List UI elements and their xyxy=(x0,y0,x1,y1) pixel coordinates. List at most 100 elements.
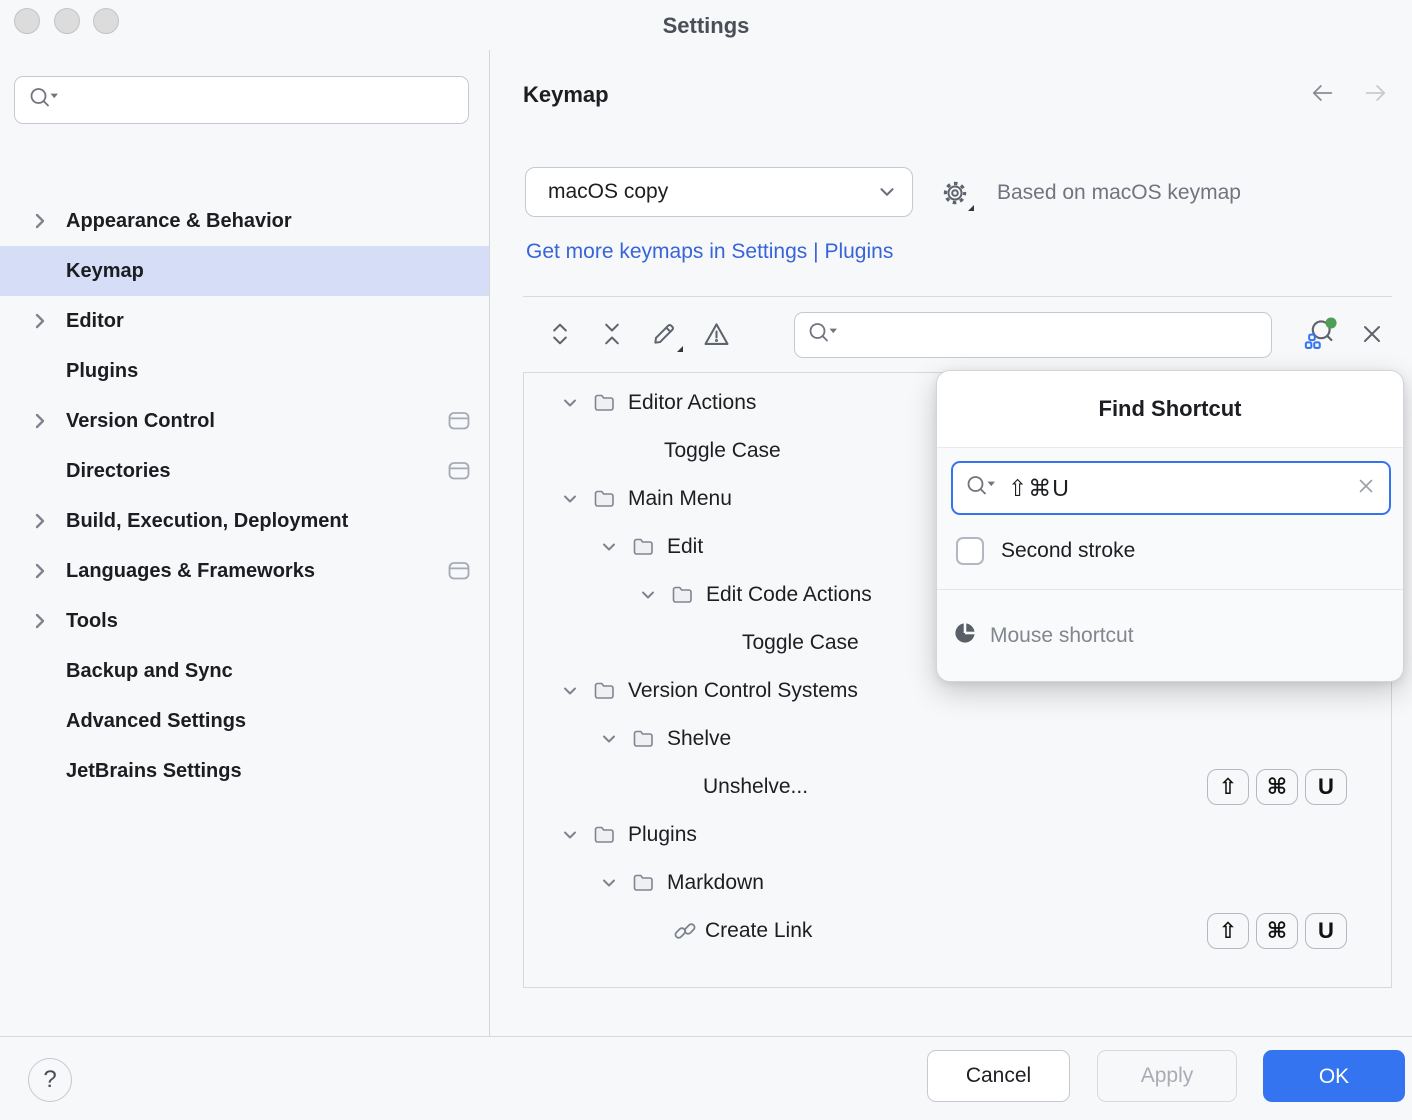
mouse-icon xyxy=(953,621,977,650)
sidebar-item-build-execution-deployment[interactable]: Build, Execution, Deployment xyxy=(0,496,489,546)
sidebar-item-label: Editor xyxy=(66,310,124,332)
cancel-button[interactable]: Cancel xyxy=(927,1050,1070,1102)
chevron-right-icon[interactable] xyxy=(28,609,52,633)
command-keycap: ⌘ xyxy=(1256,913,1298,949)
chevron-right-icon[interactable] xyxy=(28,559,52,583)
folder-icon xyxy=(670,583,694,607)
tree-item-label[interactable]: Unshelve... xyxy=(703,775,809,798)
tree-row-editor-actions[interactable]: Editor Actions xyxy=(524,379,1391,427)
warning-conflicts-icon[interactable] xyxy=(702,320,732,350)
sidebar-item-keymap[interactable]: Keymap xyxy=(0,246,489,296)
dropdown-triangle-icon xyxy=(968,205,974,211)
u-keycap: U xyxy=(1305,913,1347,949)
shortcut-search-input[interactable]: ⇧⌘U xyxy=(951,461,1391,515)
tree-row-toggle-case[interactable]: Toggle Case xyxy=(524,427,1391,475)
get-more-keymaps-links: Get more keymaps in Settings | Plugins xyxy=(526,240,893,264)
mouse-shortcut-option[interactable]: Mouse shortcut xyxy=(953,621,1134,650)
sidebar-item-jetbrains-settings[interactable]: JetBrains Settings xyxy=(0,746,489,796)
apply-button[interactable]: Apply xyxy=(1097,1050,1237,1102)
collapse-all-icon[interactable] xyxy=(598,320,628,350)
get-more-keymaps-link[interactable]: Get more keymaps in Settings xyxy=(526,240,808,263)
folder-icon xyxy=(592,487,616,511)
footer-divider xyxy=(0,1036,1412,1037)
tree-row-create-link[interactable]: Create Link ⇧ ⌘ U xyxy=(524,907,1391,955)
chevron-down-icon[interactable] xyxy=(560,489,580,509)
sidebar-item-backup-and-sync[interactable]: Backup and Sync xyxy=(0,646,489,696)
sidebar-item-label: JetBrains Settings xyxy=(66,760,242,782)
settings-search-input[interactable] xyxy=(14,76,469,124)
keymap-tree: Editor Actions Toggle Case Main Menu Edi… xyxy=(523,372,1392,988)
close-search-icon[interactable] xyxy=(1358,320,1388,350)
expand-all-icon[interactable] xyxy=(546,320,576,350)
sidebar-item-directories[interactable]: Directories xyxy=(0,446,489,496)
sidebar-item-editor[interactable]: Editor xyxy=(0,296,489,346)
tree-item-label[interactable]: Edit Code Actions xyxy=(706,583,872,606)
folder-icon xyxy=(592,391,616,415)
tree-item-label[interactable]: Toggle Case xyxy=(664,439,781,462)
sidebar-item-label: Build, Execution, Deployment xyxy=(66,510,349,532)
sidebar-item-languages-frameworks[interactable]: Languages & Frameworks xyxy=(0,546,489,596)
tree-row-edit[interactable]: Edit xyxy=(524,523,1391,571)
chevron-down-icon[interactable] xyxy=(560,393,580,413)
tree-row-toggle-case-2[interactable]: Toggle Case xyxy=(524,619,1391,667)
chevron-down-icon[interactable] xyxy=(599,873,619,893)
sidebar-item-tools[interactable]: Tools xyxy=(0,596,489,646)
sidebar-item-appearance-behavior[interactable]: Appearance & Behavior xyxy=(0,196,489,246)
tree-item-label[interactable]: Main Menu xyxy=(628,487,732,510)
find-shortcut-popup: Find Shortcut ⇧⌘U Second stroke Mouse sh… xyxy=(936,370,1404,682)
clear-icon[interactable] xyxy=(1355,475,1377,502)
find-actions-by-shortcut-icon[interactable] xyxy=(1302,316,1337,349)
ok-button[interactable]: OK xyxy=(1263,1050,1405,1102)
tree-row-unshelve[interactable]: Unshelve... ⇧ ⌘ U xyxy=(524,763,1391,811)
tree-item-label[interactable]: Version Control Systems xyxy=(628,679,858,702)
tree-item-label[interactable]: Shelve xyxy=(667,727,732,750)
sidebar-item-version-control[interactable]: Version Control xyxy=(0,396,489,446)
back-arrow-icon[interactable] xyxy=(1308,79,1336,107)
keymap-select[interactable]: macOS copy xyxy=(525,167,913,217)
chevron-down-icon[interactable] xyxy=(560,681,580,701)
tree-item-label[interactable]: Editor Actions xyxy=(628,391,757,414)
search-icon xyxy=(28,86,61,115)
tree-item-label[interactable]: Plugins xyxy=(628,823,697,846)
second-stroke-checkbox[interactable] xyxy=(956,537,984,565)
project-level-icon xyxy=(448,561,470,581)
sidebar-item-plugins[interactable]: Plugins xyxy=(0,346,489,396)
chevron-down-icon[interactable] xyxy=(599,537,619,557)
help-button[interactable]: ? xyxy=(28,1058,72,1102)
chevron-down-icon[interactable] xyxy=(560,825,580,845)
plugins-link[interactable]: Plugins xyxy=(824,240,894,263)
u-keycap: U xyxy=(1305,769,1347,805)
chevron-right-icon[interactable] xyxy=(28,509,52,533)
tree-row-edit-code-actions[interactable]: Edit Code Actions xyxy=(524,571,1391,619)
traffic-light-minimize-icon[interactable] xyxy=(54,8,80,34)
keymap-settings-gear-icon[interactable] xyxy=(941,179,974,211)
keymap-select-value: macOS copy xyxy=(548,180,669,203)
chevron-right-icon[interactable] xyxy=(28,309,52,333)
mouse-shortcut-label: Mouse shortcut xyxy=(990,623,1134,647)
chevron-down-icon[interactable] xyxy=(599,729,619,749)
second-stroke-label[interactable]: Second stroke xyxy=(1001,539,1136,562)
sidebar-item-label: Directories xyxy=(66,460,171,482)
forward-arrow-icon[interactable] xyxy=(1362,79,1390,107)
tree-row-markdown[interactable]: Markdown xyxy=(524,859,1391,907)
chevron-down-icon[interactable] xyxy=(638,585,658,605)
chevron-down-icon xyxy=(876,181,898,203)
chevron-right-icon[interactable] xyxy=(28,209,52,233)
traffic-light-close-icon[interactable] xyxy=(14,8,40,34)
traffic-light-zoom-icon[interactable] xyxy=(93,8,119,34)
tree-item-label[interactable]: Markdown xyxy=(667,871,764,894)
tree-row-shelve[interactable]: Shelve xyxy=(524,715,1391,763)
tree-item-label[interactable]: Edit xyxy=(667,535,704,558)
tree-row-version-control-systems[interactable]: Version Control Systems xyxy=(524,667,1391,715)
tree-row-main-menu[interactable]: Main Menu xyxy=(524,475,1391,523)
chevron-right-icon[interactable] xyxy=(28,409,52,433)
folder-icon xyxy=(592,679,616,703)
shift-keycap: ⇧ xyxy=(1207,769,1249,805)
tree-item-label[interactable]: Toggle Case xyxy=(742,631,859,654)
edit-shortcut-icon[interactable] xyxy=(650,320,683,352)
tree-item-label[interactable]: Create Link xyxy=(705,919,813,942)
sidebar-item-advanced-settings[interactable]: Advanced Settings xyxy=(0,696,489,746)
action-search-input[interactable] xyxy=(794,312,1272,358)
popup-title: Find Shortcut xyxy=(937,371,1403,448)
tree-row-plugins[interactable]: Plugins xyxy=(524,811,1391,859)
